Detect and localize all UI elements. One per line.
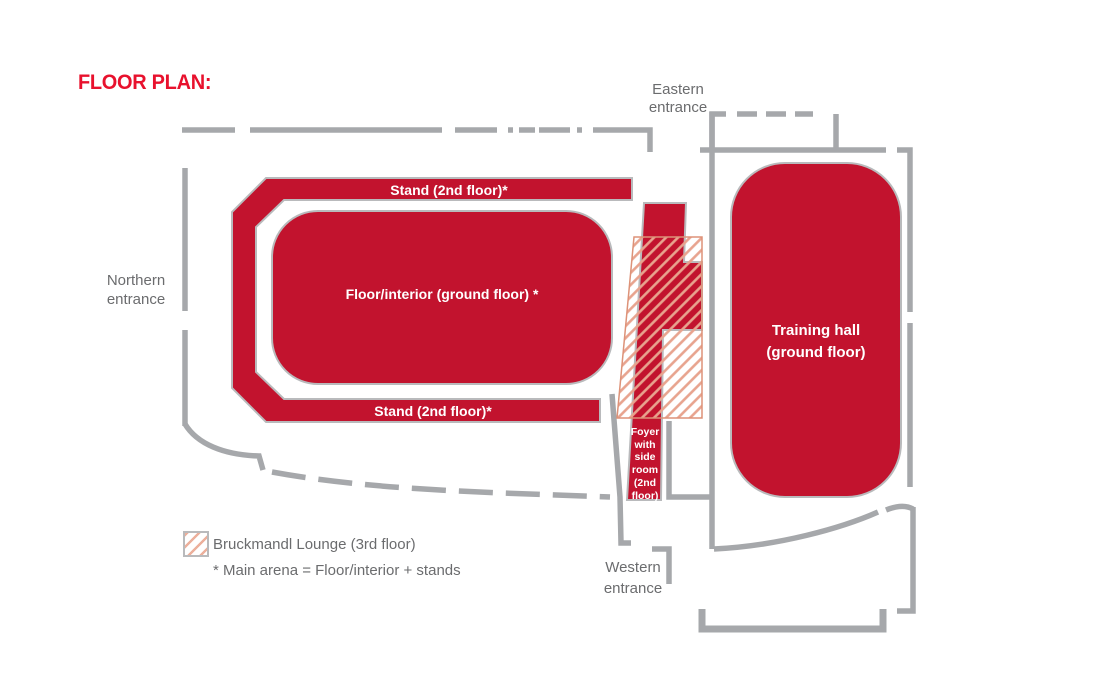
stand-top-label: Stand (2nd floor)*: [390, 182, 508, 198]
eastern-entrance-label: Eastern entrance: [648, 81, 708, 116]
legend-lounge-label: Bruckmandl Lounge (3rd floor): [213, 536, 416, 553]
wall-southwest-curve-solid: [182, 422, 266, 471]
floor-interior-area: [271, 210, 613, 385]
walls-group: [182, 111, 916, 633]
stands-band-area: [231, 177, 633, 423]
legend-footnote: * Main arena = Floor/interior + stands: [213, 562, 461, 579]
training-hall-area: [730, 162, 902, 498]
page-title: FLOOR PLAN:: [78, 71, 212, 94]
wall-foyer-left-slant: [609, 393, 631, 546]
northern-entrance-label: Northern entrance: [106, 272, 166, 308]
wall-foyer-right: [666, 421, 712, 500]
foyer-label: Foyer with side room (2nd floor): [630, 426, 660, 502]
stand-bottom-label: Stand (2nd floor)*: [374, 403, 492, 419]
wall-east-top-dashed: [737, 111, 839, 150]
wall-western-entrance-right: [652, 546, 672, 584]
lounge-hatch-area: [616, 236, 703, 419]
wall-bottom-room: [698, 609, 887, 633]
wall-southwest-curve-dashed: [271, 469, 611, 500]
wall-southeast-curve: [713, 503, 915, 552]
training-hall-label: Training hall (ground floor): [766, 322, 866, 361]
wall-east-right-vertical: [897, 147, 916, 614]
floor-interior-label: Floor/interior (ground floor) *: [345, 286, 539, 302]
lounge-hatch-swatch: [183, 531, 209, 557]
western-entrance-label: Western entrance: [603, 559, 663, 597]
wall-north-dashed: [182, 127, 653, 152]
